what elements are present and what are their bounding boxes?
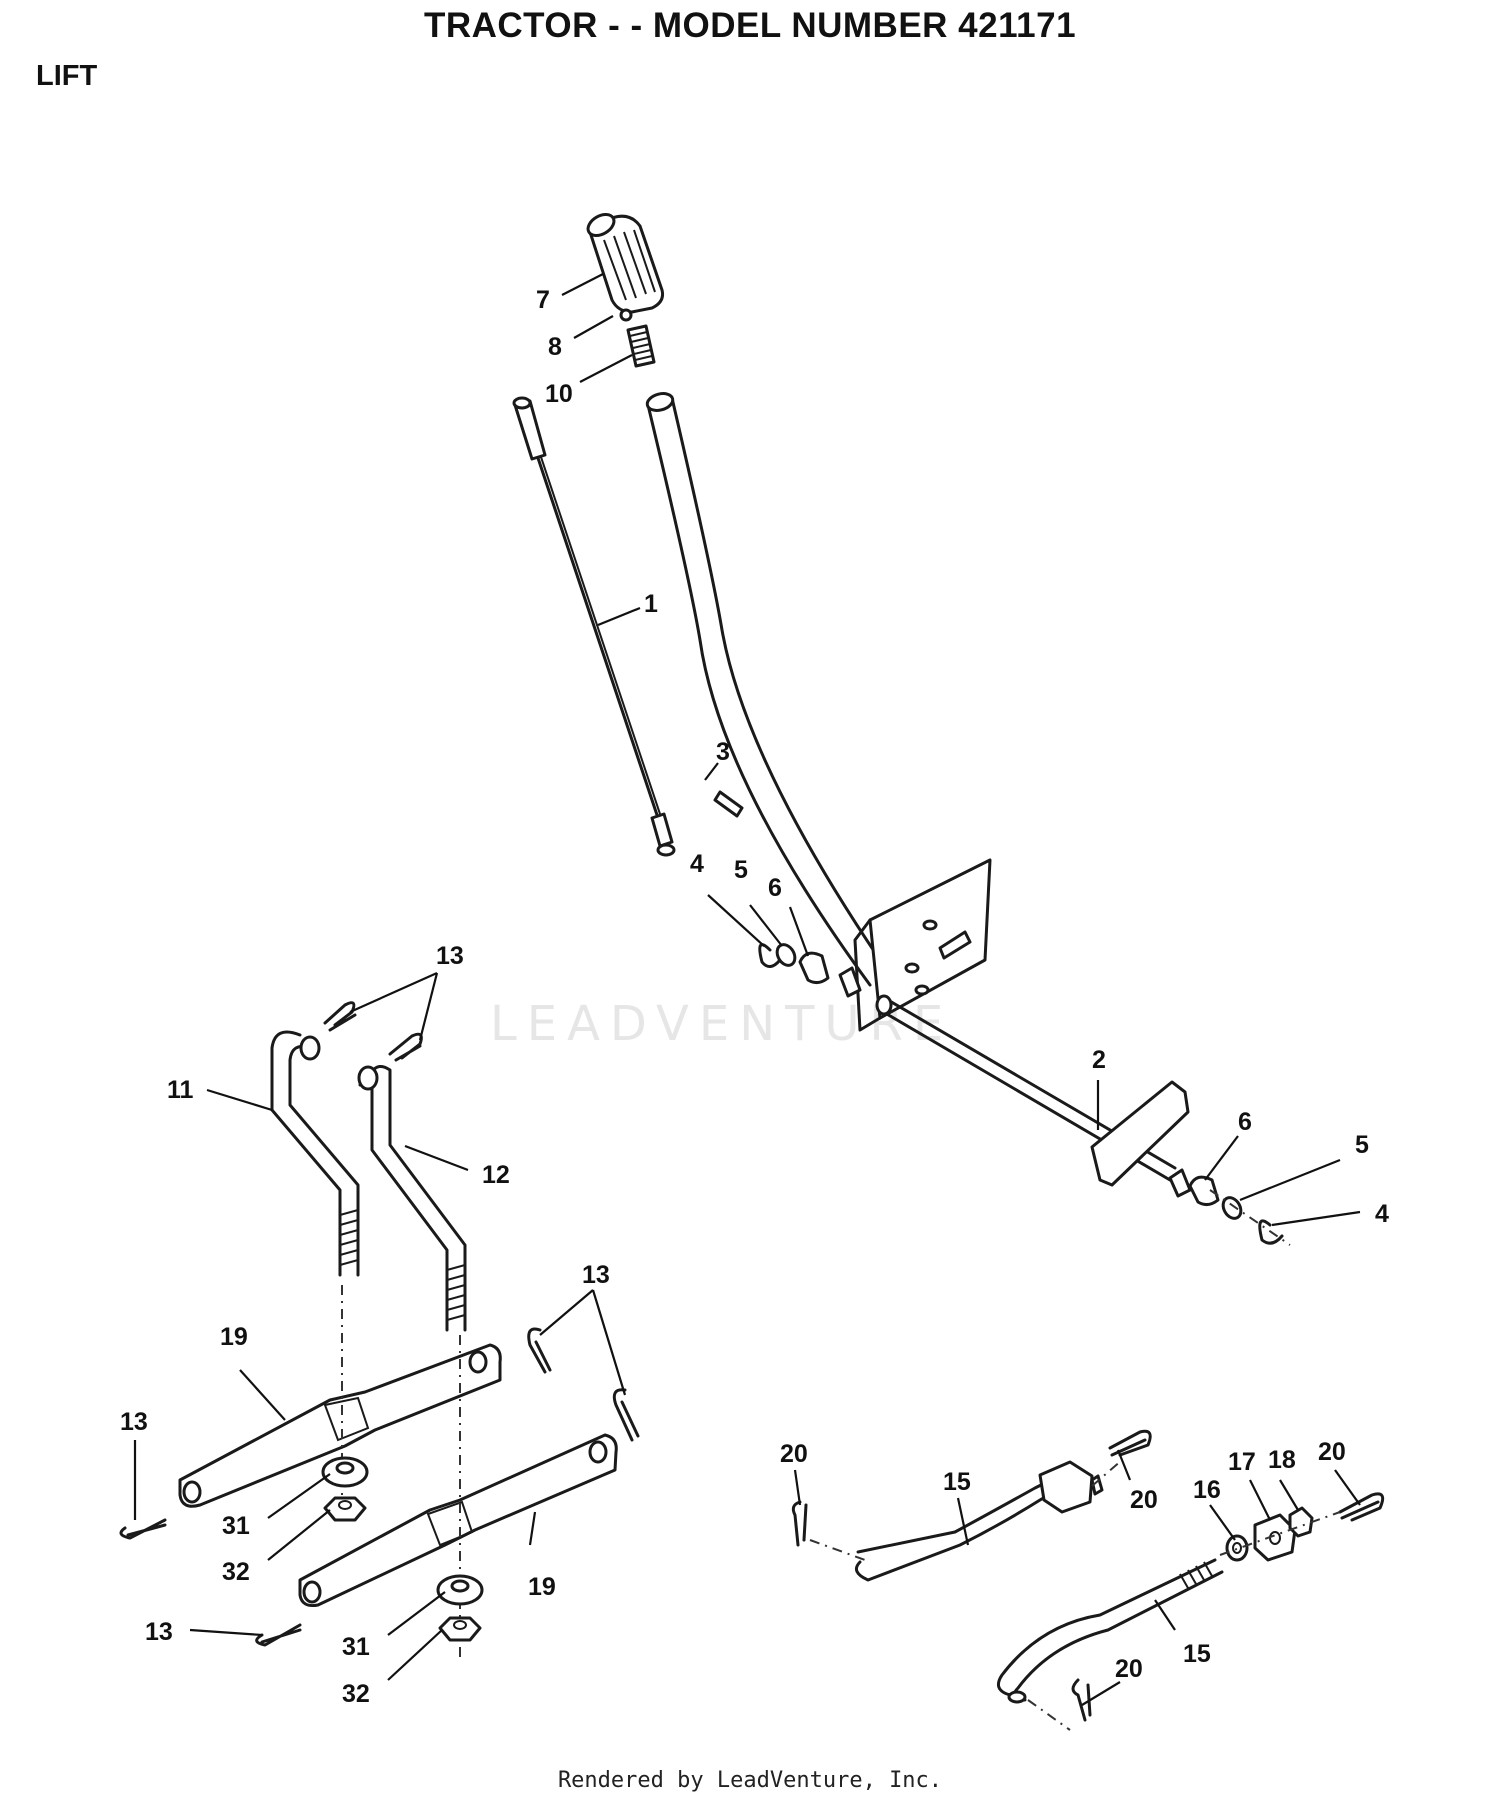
callout-20-lower: 20 — [1115, 1655, 1143, 1683]
callout-5-right: 5 — [1355, 1131, 1369, 1159]
lift-link-11 — [270, 1030, 360, 1277]
hairpin-clip-bottom — [255, 1623, 302, 1647]
adjust-rod-lower — [996, 1558, 1224, 1704]
callout-13-upper: 13 — [436, 942, 464, 970]
callout-1: 1 — [644, 590, 658, 618]
callout-2: 2 — [1092, 1046, 1106, 1074]
callout-31-lower: 31 — [342, 1633, 370, 1661]
hairpin-clip-mid-b — [612, 1388, 640, 1442]
callout-3: 3 — [716, 738, 730, 766]
lift-link-12 — [357, 1065, 467, 1332]
callout-13-left: 13 — [120, 1408, 148, 1436]
spring — [626, 324, 656, 368]
hairpin-clip-upper-a — [323, 1001, 357, 1032]
callout-15-upper: 15 — [943, 1468, 971, 1496]
callout-8: 8 — [548, 333, 562, 361]
callout-6-right: 6 — [1238, 1108, 1252, 1136]
callout-20-right: 20 — [1318, 1438, 1346, 1466]
callout-11: 11 — [167, 1076, 194, 1104]
callout-12: 12 — [482, 1161, 510, 1189]
footer-credit: Rendered by LeadVenture, Inc. — [557, 1768, 943, 1793]
lift-handle-tube — [645, 392, 882, 987]
callout-20-left: 20 — [780, 1440, 808, 1468]
section-label: LIFT — [36, 60, 98, 92]
hairpin-clip-upper-b — [388, 1032, 423, 1062]
nut-18 — [1288, 1506, 1314, 1538]
hex-nut-32b — [438, 1616, 482, 1642]
callout-13-bottom: 13 — [145, 1618, 173, 1646]
callout-16: 16 — [1193, 1476, 1221, 1504]
detent-ball — [619, 308, 633, 322]
callout-13-mid: 13 — [582, 1261, 610, 1289]
callout-19-upper: 19 — [220, 1323, 248, 1351]
align-line-d — [1027, 1699, 1071, 1731]
hex-nut-32a — [323, 1496, 367, 1522]
callout-32-lower: 32 — [342, 1680, 370, 1708]
flange-nut-31b — [436, 1574, 484, 1606]
hairpin-clip-20-right — [1338, 1492, 1385, 1522]
pivot-plate-lower — [1090, 1080, 1190, 1187]
flange-nut-31a — [321, 1456, 369, 1488]
callout-31-upper: 31 — [222, 1512, 250, 1540]
roll-pin — [713, 790, 744, 818]
hairpin-clip-20-upper — [1108, 1429, 1152, 1457]
callout-18: 18 — [1268, 1446, 1296, 1474]
align-line-a — [809, 1539, 866, 1561]
hairpin-clip-left — [119, 1518, 167, 1540]
callout-32-upper: 32 — [222, 1558, 250, 1586]
washer-16 — [1225, 1534, 1249, 1562]
callout-10: 10 — [545, 380, 573, 408]
callout-4-right: 4 — [1375, 1200, 1389, 1228]
hairpin-clip-20-lower — [1071, 1678, 1092, 1722]
callout-5-left: 5 — [734, 856, 748, 884]
adjust-rod-upper — [854, 1460, 1104, 1582]
lift-arm-upper — [178, 1343, 502, 1508]
right-shaft-hardware — [1168, 1168, 1284, 1245]
pivot-plate-upper — [853, 858, 992, 1032]
leader-lines — [133, 273, 1361, 1706]
left-shaft-hardware — [758, 943, 862, 998]
callout-7: 7 — [536, 286, 550, 314]
callout-17: 17 — [1228, 1448, 1256, 1476]
hairpin-clip-mid-a — [527, 1327, 552, 1374]
lift-rod — [512, 396, 676, 857]
lift-arm-lower — [298, 1433, 618, 1607]
handle-grip — [586, 213, 664, 314]
callout-15-lower: 15 — [1183, 1640, 1211, 1668]
align-line-b — [1091, 1459, 1123, 1487]
hairpin-clip-20-left — [791, 1500, 808, 1547]
callout-6-left: 6 — [768, 874, 782, 902]
callout-19-lower: 19 — [528, 1573, 556, 1601]
align-line-e — [1209, 1189, 1291, 1246]
callout-4-left: 4 — [690, 850, 704, 878]
callout-20-upper: 20 — [1130, 1486, 1158, 1514]
page-title: TRACTOR - - MODEL NUMBER 421171 — [423, 6, 1077, 45]
